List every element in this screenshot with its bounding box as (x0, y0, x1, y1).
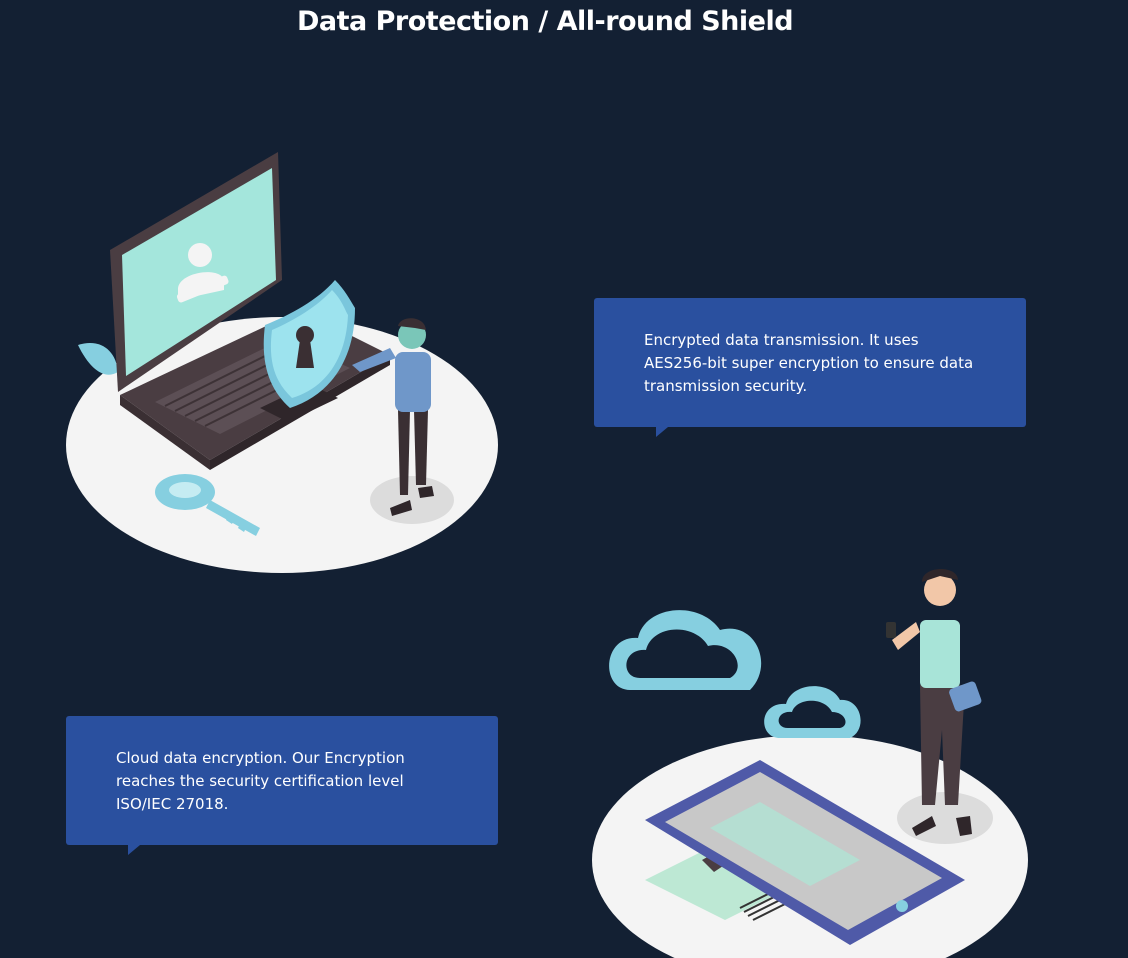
shield-lock-icon (263, 280, 355, 408)
feature-text: Cloud data encryption. Our Encryption re… (116, 749, 405, 813)
person-icon (352, 318, 454, 524)
security-illustration (66, 152, 498, 573)
feature-bubble-encryption: Encrypted data transmission. It uses AES… (594, 298, 1026, 437)
feature-text: Encrypted data transmission. It uses AES… (644, 331, 974, 395)
key-icon (155, 474, 260, 536)
cloud-illustration (592, 568, 1028, 958)
cloud-icon (764, 686, 861, 738)
cloud-icon (609, 610, 762, 690)
leaf-icon (78, 343, 118, 375)
feature-bubble-cloud: Cloud data encryption. Our Encryption re… (66, 716, 498, 855)
page-title: Data Protection / All-round Shield (296, 6, 794, 37)
person-icon (886, 568, 993, 844)
smartphone-icon (645, 760, 965, 945)
